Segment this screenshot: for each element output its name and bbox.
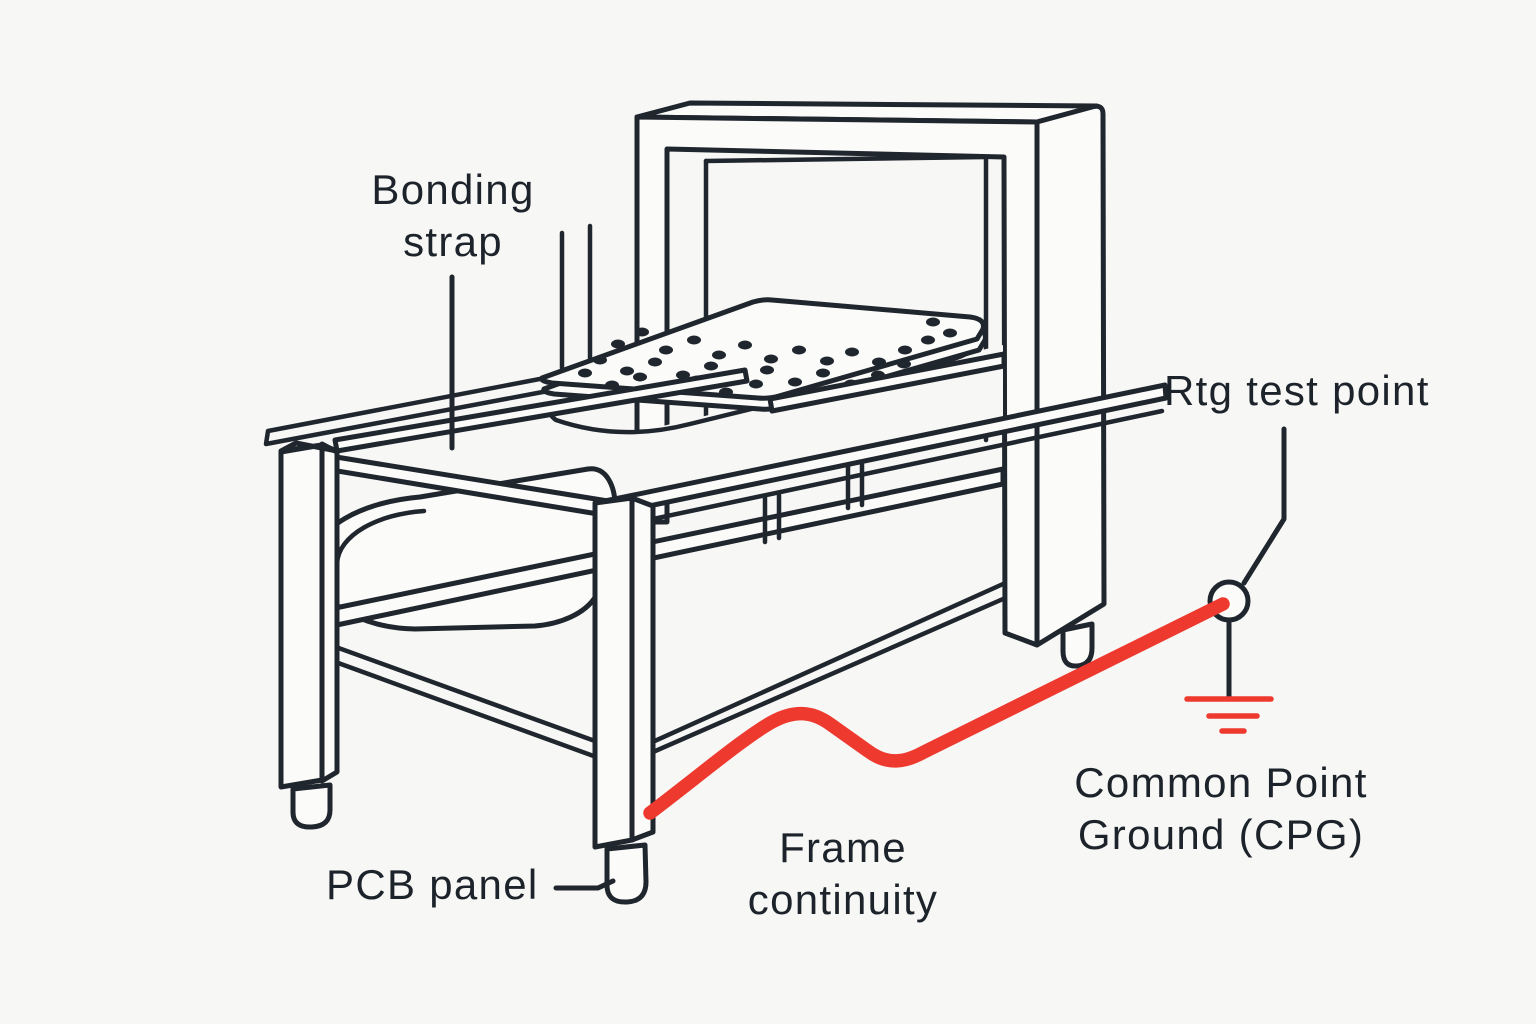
rtg-test-point-leader bbox=[1241, 426, 1287, 586]
label-text: Bonding bbox=[371, 166, 535, 213]
label-text: PCB panel bbox=[326, 861, 539, 908]
label-common-point-ground: Common Point Ground (CPG) bbox=[991, 757, 1451, 861]
label-text: Frame bbox=[779, 824, 907, 871]
arch-frame bbox=[634, 100, 1107, 669]
center-foot bbox=[604, 842, 649, 905]
label-text: Rtg test point bbox=[1164, 367, 1430, 414]
earth-ground-icon bbox=[1184, 696, 1274, 734]
ground-wire bbox=[643, 597, 1230, 820]
leader-lines bbox=[449, 274, 1287, 891]
label-frame-continuity: Frame continuity bbox=[693, 822, 993, 926]
machine-legs bbox=[278, 440, 656, 905]
grounding-circuit bbox=[643, 579, 1274, 820]
back-rail bbox=[263, 375, 551, 447]
label-text: Ground (CPG) bbox=[1077, 811, 1365, 858]
conveyor-table bbox=[263, 223, 1169, 905]
bonding-strap-drawing bbox=[332, 367, 750, 454]
label-bonding-strap: Bonding strap bbox=[283, 164, 623, 268]
pcb-panel-leader bbox=[553, 878, 616, 891]
back-rail-right bbox=[767, 351, 1007, 414]
label-text: Common Point bbox=[1074, 759, 1368, 806]
arch-foot bbox=[1060, 621, 1095, 669]
label-rtg-test-point: Rtg test point bbox=[1164, 365, 1430, 417]
left-foot bbox=[290, 782, 333, 830]
label-text: strap bbox=[403, 218, 503, 265]
label-pcb-panel: PCB panel bbox=[326, 859, 539, 911]
top-rails bbox=[292, 351, 1169, 532]
label-text: continuity bbox=[747, 876, 939, 923]
